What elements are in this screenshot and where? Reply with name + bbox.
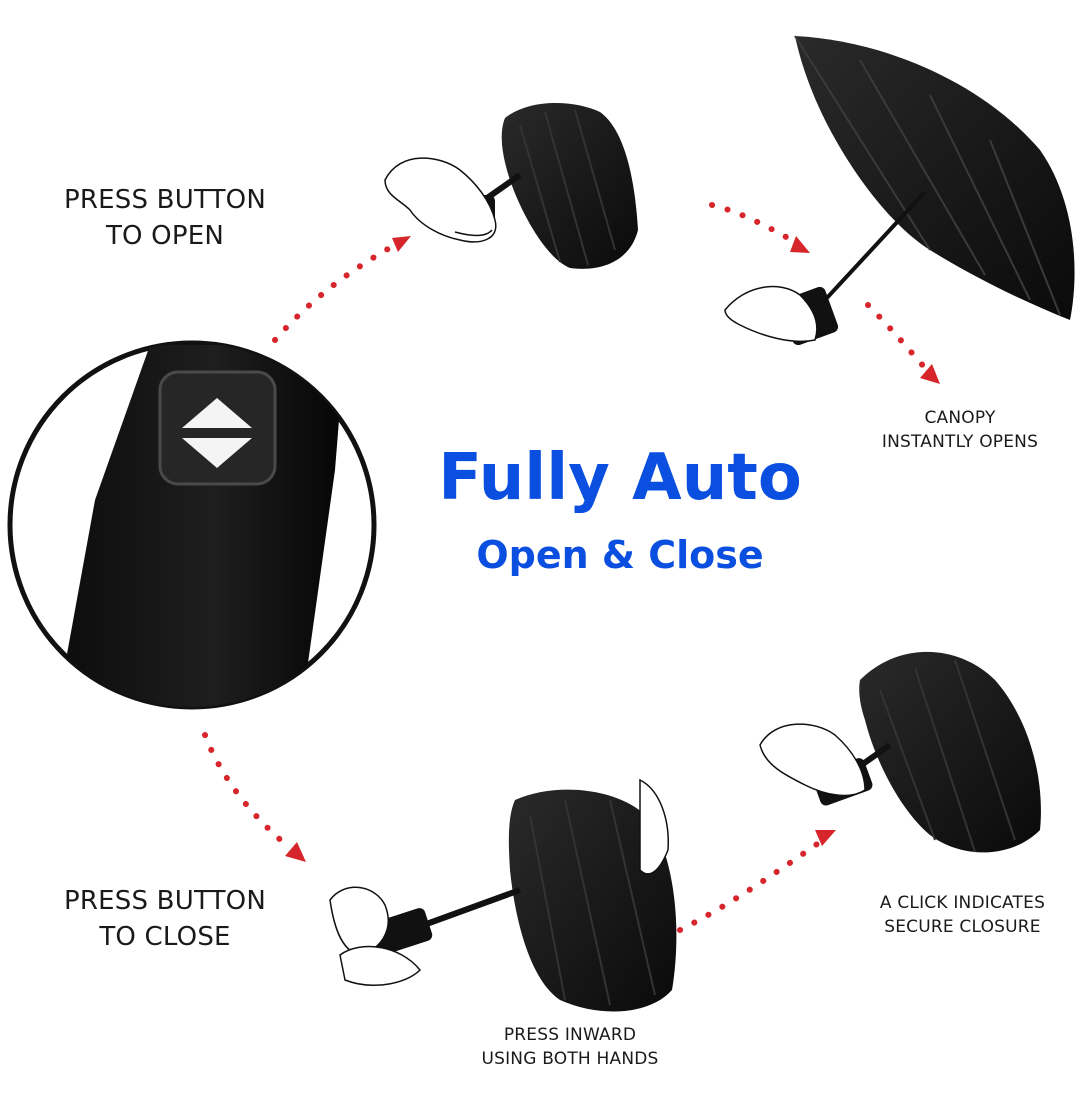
label-press-inward-line1: PRESS INWARD	[503, 1025, 637, 1045]
label-click-closure-line1: A CLICK INDICATES	[879, 893, 1046, 913]
label-press-close: PRESS BUTTON TO CLOSE	[40, 883, 290, 955]
label-press-inward-line2: USING BOTH HANDS	[481, 1049, 659, 1069]
headline-subtitle: Open & Close	[476, 533, 764, 577]
label-press-close-line2: TO CLOSE	[99, 922, 231, 952]
label-click-closure: A CLICK INDICATES SECURE CLOSURE	[855, 891, 1070, 939]
secured-umbrella-in-hand-icon	[759, 651, 1041, 853]
closed-umbrella-in-hand-icon	[384, 102, 638, 269]
label-press-inward: PRESS INWARD USING BOTH HANDS	[460, 1023, 680, 1071]
label-press-open-line2: TO OPEN	[105, 221, 225, 251]
label-canopy-opens-line1: CANOPY	[924, 408, 996, 428]
label-press-close-line1: PRESS BUTTON	[64, 886, 266, 916]
arrow-step1-to-step2	[709, 202, 810, 253]
open-umbrella-icon	[724, 35, 1075, 346]
arrow-step2-to-canopy	[865, 302, 940, 384]
headline-title: Fully Auto	[438, 441, 802, 515]
closing-umbrella-both-hands-icon	[329, 778, 677, 1012]
arrow-step3-to-step4	[677, 830, 836, 933]
label-canopy-opens: CANOPY INSTANTLY OPENS	[860, 406, 1060, 454]
label-press-open: PRESS BUTTON TO OPEN	[40, 182, 290, 254]
label-click-closure-line2: SECURE CLOSURE	[884, 917, 1041, 937]
umbrella-handle-closeup-icon	[7, 340, 377, 710]
label-press-open-line1: PRESS BUTTON	[64, 185, 266, 215]
arrow-close-to-step3	[202, 732, 306, 862]
label-canopy-opens-line2: INSTANTLY OPENS	[881, 432, 1039, 452]
arrow-open-to-step1	[272, 236, 411, 343]
